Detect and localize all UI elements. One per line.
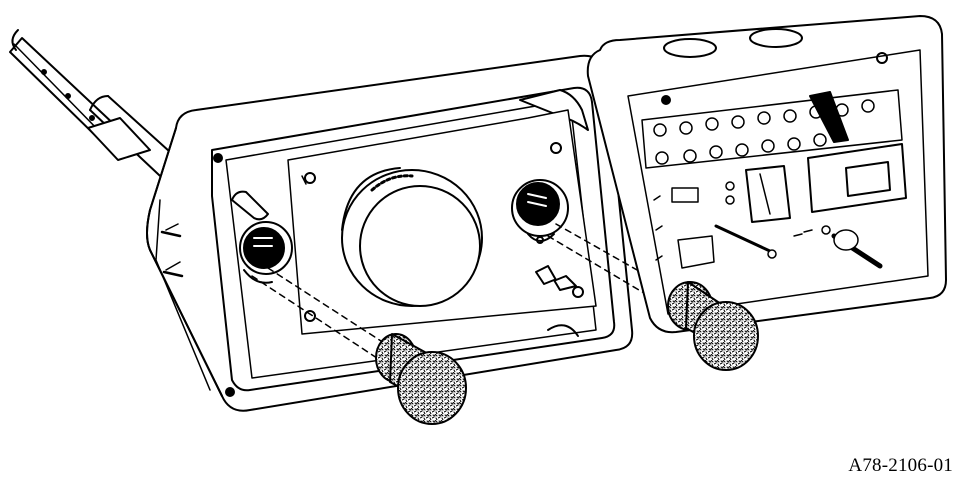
right-plug [668, 282, 758, 370]
potentiometer-knob-icon [342, 168, 482, 306]
duct-probe-icon [10, 30, 190, 190]
components [654, 182, 880, 268]
figure-id-label: A78-2106-01 [848, 455, 953, 476]
relay-icon [746, 144, 906, 222]
right-sensor-socket [512, 180, 568, 243]
left-plug [376, 334, 466, 424]
left-sensor-socket [232, 192, 292, 283]
terminal-block-icon [642, 90, 902, 168]
cable-gland-plug-icon [376, 282, 758, 424]
connector-clip [536, 266, 576, 290]
